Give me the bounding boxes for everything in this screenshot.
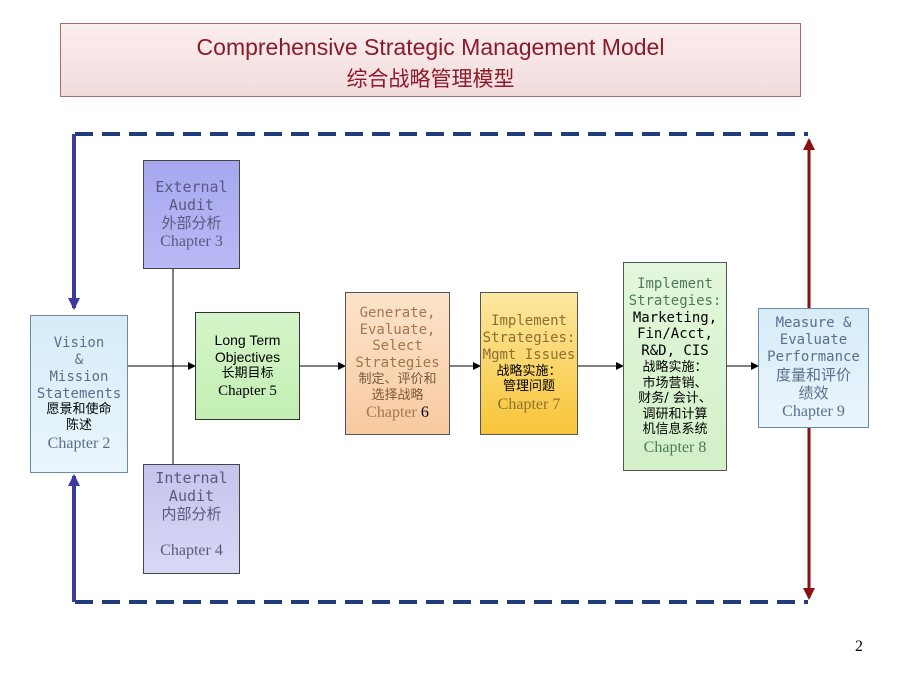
internal-line-1: Internal: [155, 469, 228, 487]
generate-line-2: Evaluate,: [359, 321, 436, 338]
func-line-4: Fin/Acct,: [637, 326, 713, 343]
generate-strategies-box: Generate, Evaluate, Select Strategies 制定…: [345, 292, 450, 435]
objectives-line-2: Objectives: [214, 349, 281, 366]
func-zh-2: 市场营销、: [642, 375, 708, 391]
vision-chapter: Chapter 2: [47, 434, 111, 452]
vision-mission-box: Vision & Mission Statements 愿景和使命 陈述 Cha…: [30, 315, 128, 473]
vision-line-1: Vision: [53, 335, 105, 352]
mgmt-chapter: Chapter 7: [497, 395, 561, 413]
measure-chapter: Chapter 9: [782, 402, 845, 420]
implement-mgmt-box: Implement Strategies: Mgmt Issues 战略实施： …: [480, 292, 578, 435]
generate-line-3: Select: [372, 338, 423, 355]
func-chapter: Chapter 8: [643, 438, 707, 456]
func-line-5: R&D, CIS: [641, 343, 709, 360]
external-line-2: Audit: [168, 195, 215, 214]
title-banner: Comprehensive Strategic Management Model…: [60, 23, 801, 97]
title-english: Comprehensive Strategic Management Model: [196, 34, 665, 60]
objectives-zh: 长期目标: [221, 366, 274, 381]
mgmt-zh-2: 管理问题: [502, 379, 555, 395]
internal-audit-box: Internal Audit 内部分析 Chapter 4: [143, 464, 240, 574]
measure-line-2: Evaluate: [779, 332, 848, 348]
vision-line-4: Statements: [36, 385, 122, 402]
generate-chapter-num: 6: [420, 404, 429, 422]
internal-chapter: Chapter 4: [160, 542, 223, 559]
internal-zh: 内部分析: [161, 505, 222, 523]
func-zh-4: 调研和计算: [642, 406, 708, 422]
generate-zh-1: 制定、评价和: [358, 371, 437, 387]
internal-line-2: Audit: [168, 487, 215, 505]
generate-zh-2: 选择战略: [371, 387, 424, 403]
generate-chapter-prefix: Chapter: [366, 404, 421, 422]
external-audit-box: External Audit 外部分析 Chapter 3: [143, 160, 240, 269]
mgmt-zh-1: 战略实施：: [496, 363, 562, 379]
generate-line-4: Strategies: [355, 355, 440, 372]
objectives-line-1: Long Term: [214, 332, 281, 349]
mgmt-line-2: Strategies:: [482, 329, 576, 346]
title-chinese: 综合战略管理模型: [346, 67, 515, 91]
func-zh-3: 财务/ 会计、: [638, 391, 712, 407]
implement-functional-box: Implement Strategies: Marketing, Fin/Acc…: [623, 262, 727, 471]
func-line-1: Implement: [637, 275, 713, 292]
measure-performance-box: Measure & Evaluate Performance 度量和评价 绩效 …: [758, 308, 869, 428]
external-line-1: External: [155, 177, 228, 196]
external-chapter: Chapter 3: [160, 232, 223, 250]
vision-zh-2: 陈述: [65, 418, 92, 433]
generate-line-1: Generate,: [359, 304, 436, 321]
func-line-2: Strategies:: [628, 292, 722, 309]
vision-line-2: &: [74, 352, 84, 369]
page-number: 2: [855, 638, 863, 655]
long-term-objectives-box: Long Term Objectives 长期目标 Chapter 5: [195, 312, 300, 420]
mgmt-line-3: Mgmt Issues: [482, 346, 576, 363]
vision-line-3: Mission: [49, 368, 109, 385]
measure-line-1: Measure &: [775, 315, 852, 332]
generate-chapter: Chapter 6: [366, 403, 429, 422]
func-line-3: Marketing,: [632, 309, 718, 326]
mgmt-line-1: Implement: [491, 313, 567, 330]
func-zh-1: 战略实施：: [642, 359, 708, 375]
objectives-chapter: Chapter 5: [218, 382, 277, 399]
measure-zh-1: 度量和评价: [775, 365, 851, 384]
external-zh: 外部分析: [161, 213, 222, 232]
vision-zh-1: 愿景和使命: [46, 402, 112, 418]
measure-line-3: Performance: [767, 348, 860, 365]
measure-zh-2: 绩效: [798, 383, 829, 402]
func-zh-5: 机信息系统: [642, 422, 708, 438]
